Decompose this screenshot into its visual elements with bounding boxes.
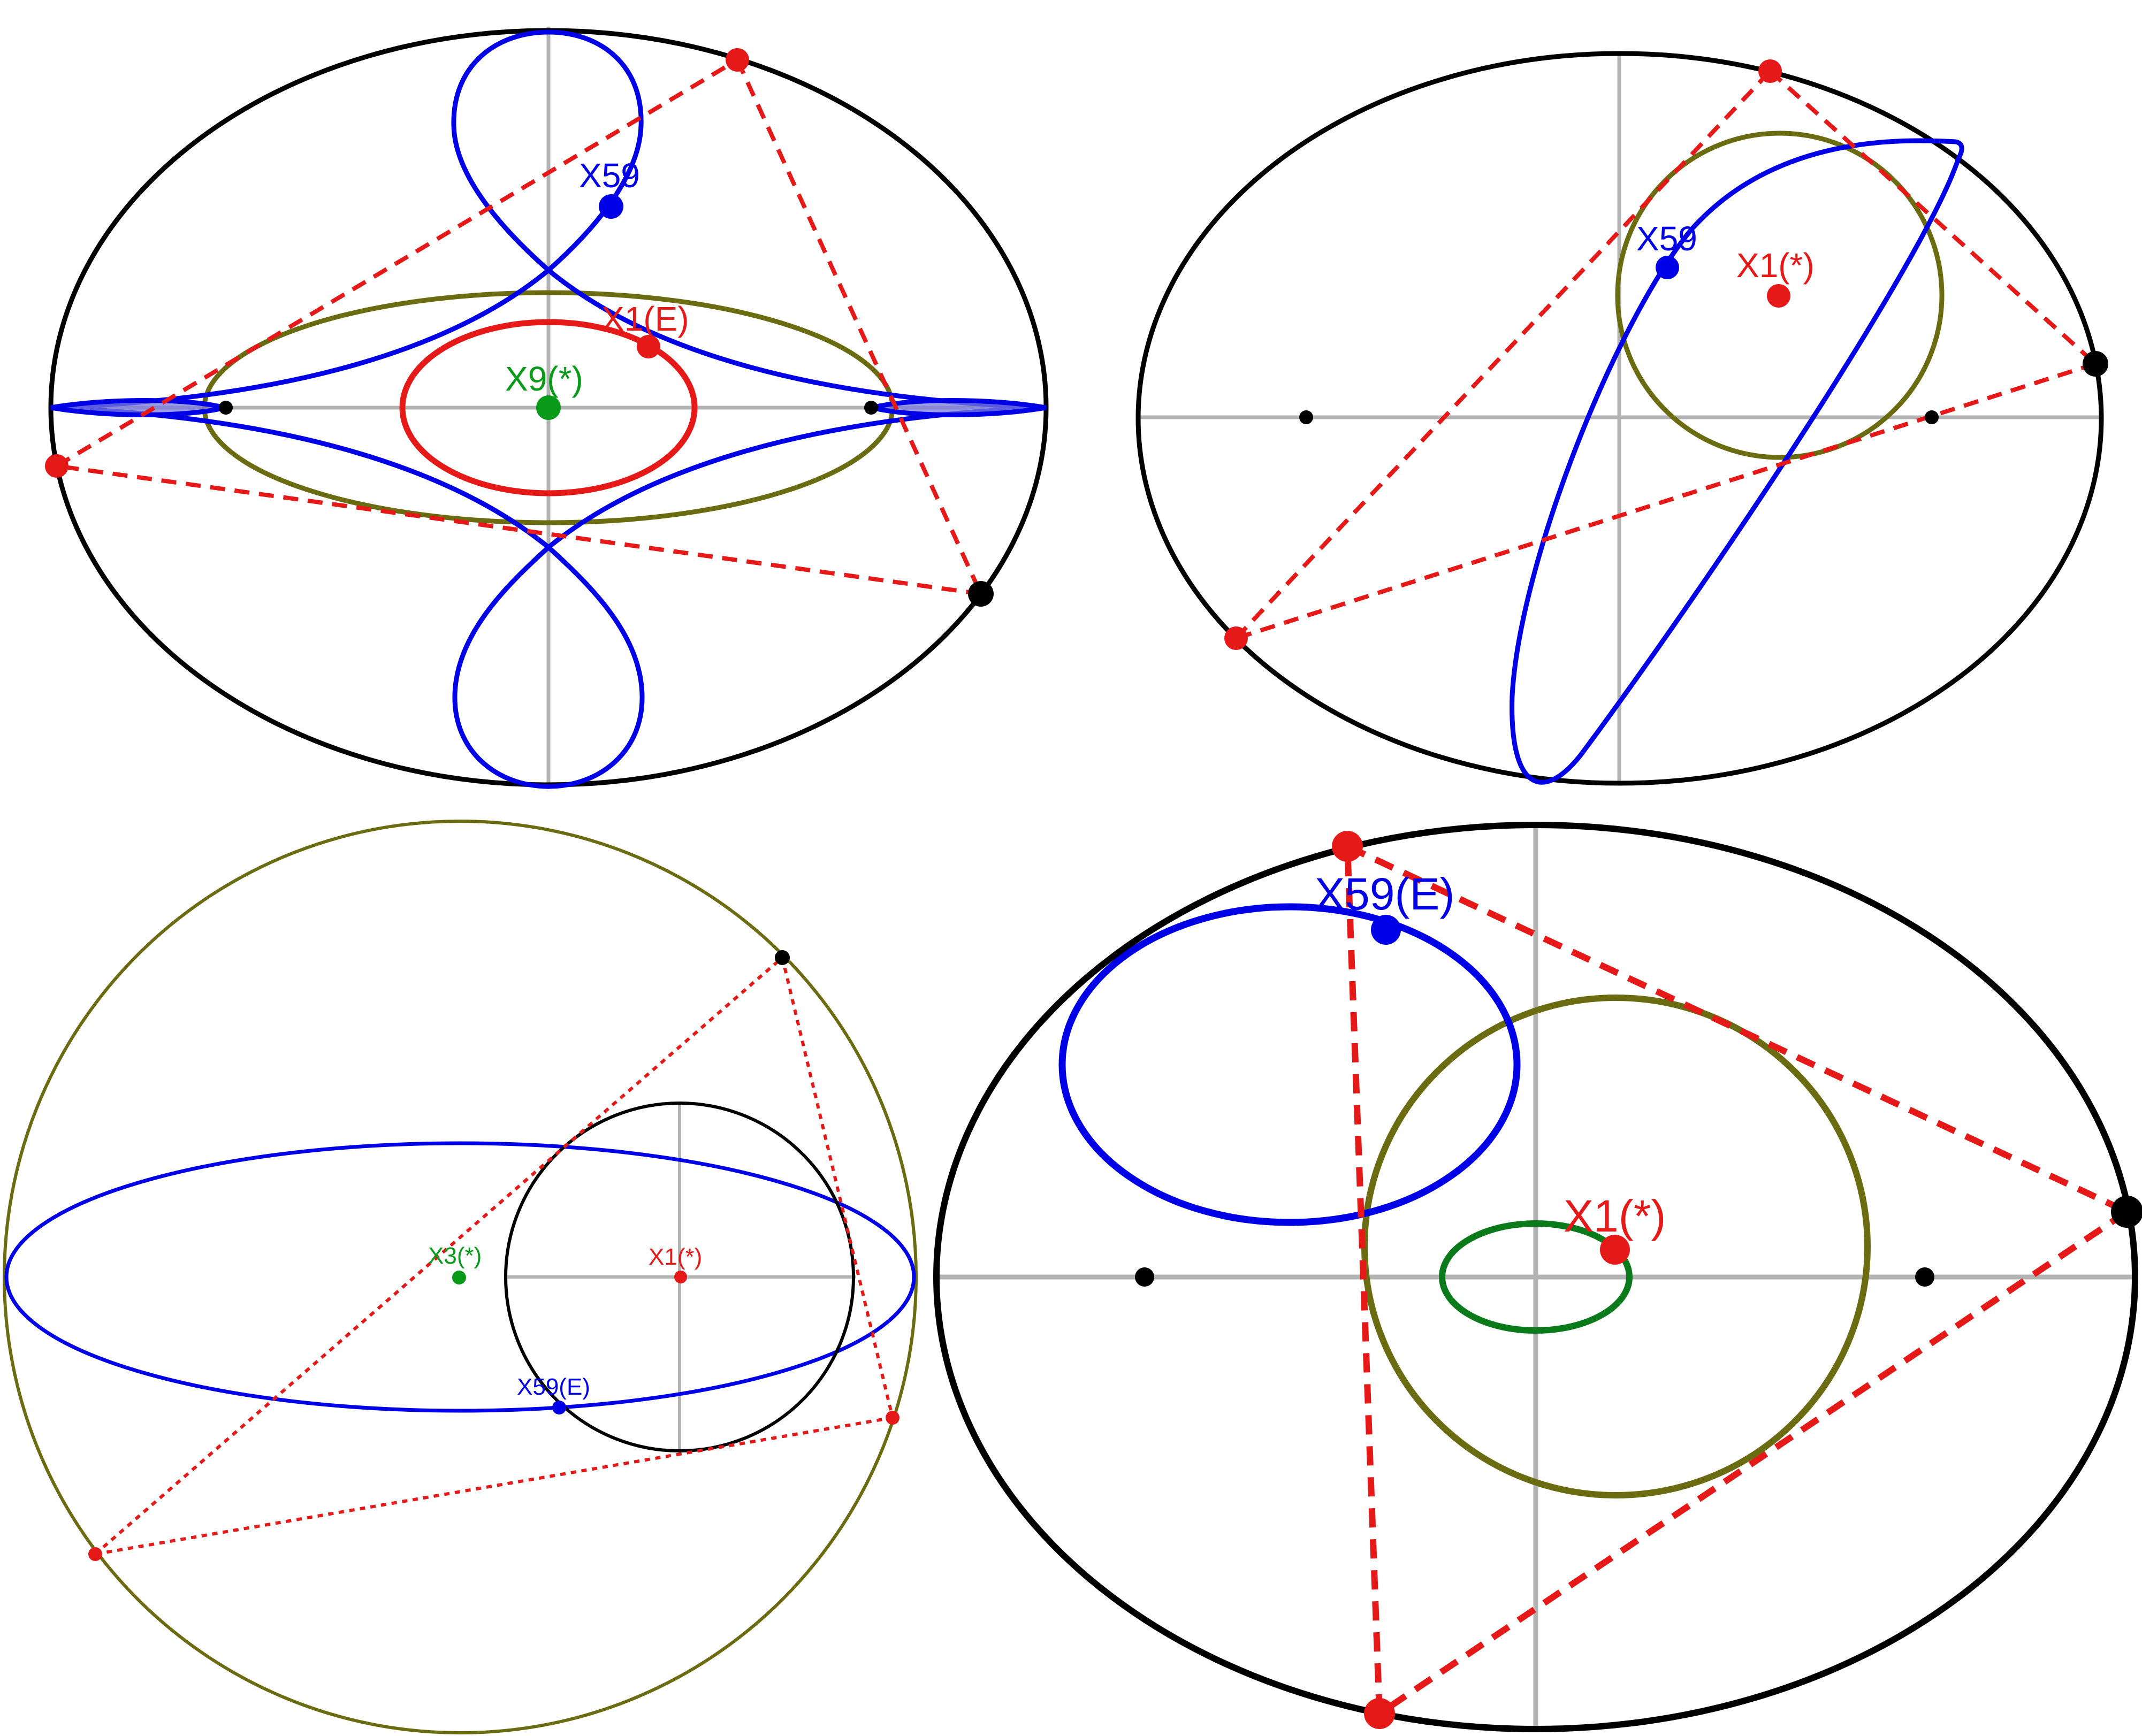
x1-point [674, 1271, 687, 1283]
incircle-locus [1615, 131, 1945, 460]
x1e-point [637, 335, 660, 358]
vertex-point [1224, 626, 1248, 650]
x1e-label: X1(E) [601, 300, 689, 338]
x1-label: X1(*) [1736, 246, 1815, 285]
panel-bottom-left: X3(*) X1(*) X59(E) [3, 820, 918, 1734]
x3-label: X3(*) [428, 1243, 482, 1269]
focus-point [1925, 410, 1939, 424]
circumcircle [3, 820, 918, 1734]
panel-bottom-right: X59(E) X1(*) [933, 822, 2142, 1732]
vertex-point [1758, 59, 1782, 83]
vertex-point [968, 581, 994, 607]
x59-locus [1510, 138, 1964, 785]
billiard-triangle [55, 58, 983, 596]
billiard-triangle [1344, 843, 2129, 1716]
panel-top-left: X59 X1(E) X9(*) [45, 27, 1049, 789]
x1-locus [1439, 1220, 1633, 1334]
vertex-point [775, 950, 790, 965]
focus-point [219, 401, 233, 415]
x59e-label: X59(E) [517, 1374, 590, 1400]
outer-ellipse [1135, 51, 2104, 786]
x1-label: X1(*) [649, 1244, 702, 1270]
focus-point [1299, 410, 1313, 424]
x59e-locus [1058, 903, 1521, 1226]
vertex-point [45, 454, 68, 478]
billiard-triangle [1234, 70, 2097, 640]
focus-point [864, 401, 878, 415]
x1-label: X1(*) [1564, 1191, 1666, 1241]
panel-top-right: X59 X1(*) [1135, 51, 2108, 786]
vertex-point [88, 1547, 102, 1561]
x59-point [599, 194, 623, 219]
focus-point [1915, 1267, 1934, 1287]
x59e-point [552, 1401, 566, 1414]
vertex-point [2083, 351, 2108, 377]
vertex-point [726, 48, 749, 72]
x1-locus-ellipse [399, 319, 698, 496]
vertex-point [2111, 1196, 2142, 1228]
x3-point [452, 1271, 466, 1284]
x59e-point [1371, 915, 1401, 945]
x59-locus [4, 1141, 916, 1413]
vertex-point [886, 1411, 900, 1425]
incircle-locus [504, 1102, 855, 1452]
x1-point [1600, 1235, 1630, 1265]
outer-ellipse [933, 822, 2138, 1732]
vertex-point [1332, 831, 1363, 862]
x9-point [536, 395, 561, 420]
x59e-label: X59(E) [1315, 869, 1454, 919]
focus-point [1135, 1267, 1154, 1287]
x59-label: X59 [579, 156, 640, 195]
x59-label: X59 [1636, 219, 1697, 258]
vertex-point [1364, 1698, 1395, 1729]
x1-point [1767, 284, 1790, 308]
x9-label: X9(*) [505, 360, 583, 398]
billiard-triangle [94, 956, 894, 1556]
x59-point [1656, 256, 1679, 279]
